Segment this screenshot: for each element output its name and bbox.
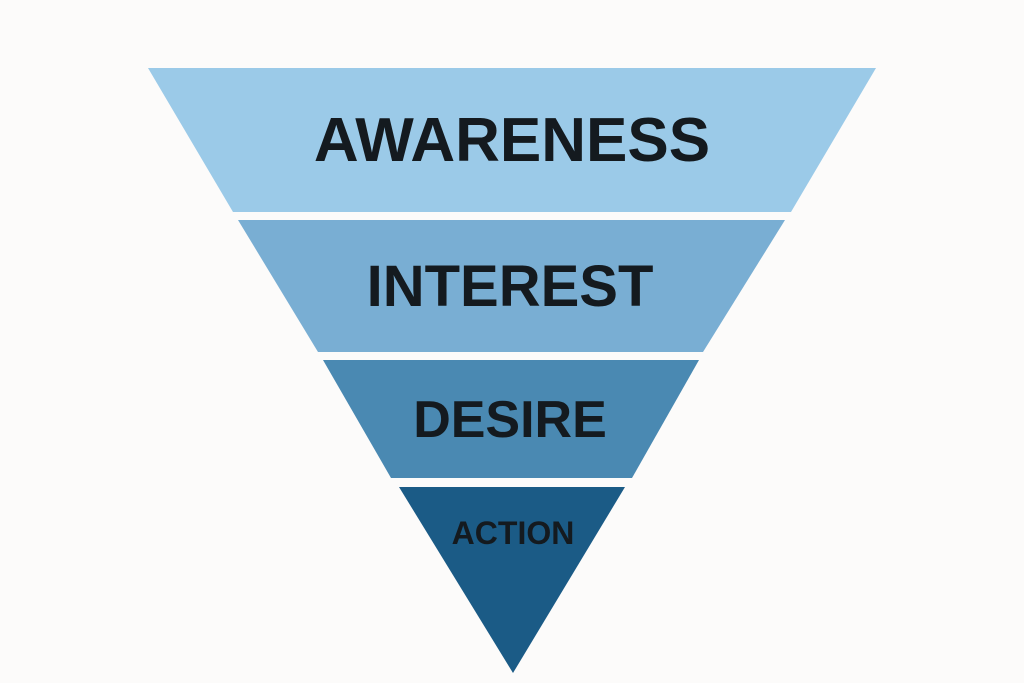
stage-awareness-label: AWARENESS <box>314 106 710 175</box>
stage-desire-label: DESIRE <box>413 391 607 449</box>
stage-interest: INTEREST <box>238 220 785 352</box>
stage-awareness: AWARENESS <box>148 68 876 212</box>
stage-interest-band <box>238 220 785 352</box>
stage-desire-band <box>323 360 699 478</box>
stage-interest-label: INTEREST <box>367 254 654 319</box>
stage-awareness-band <box>148 68 876 212</box>
stage-desire: DESIRE <box>323 360 699 478</box>
stage-action: ACTION <box>399 487 625 673</box>
stage-action-label: ACTION <box>452 515 575 551</box>
stage-action-band <box>399 487 625 673</box>
